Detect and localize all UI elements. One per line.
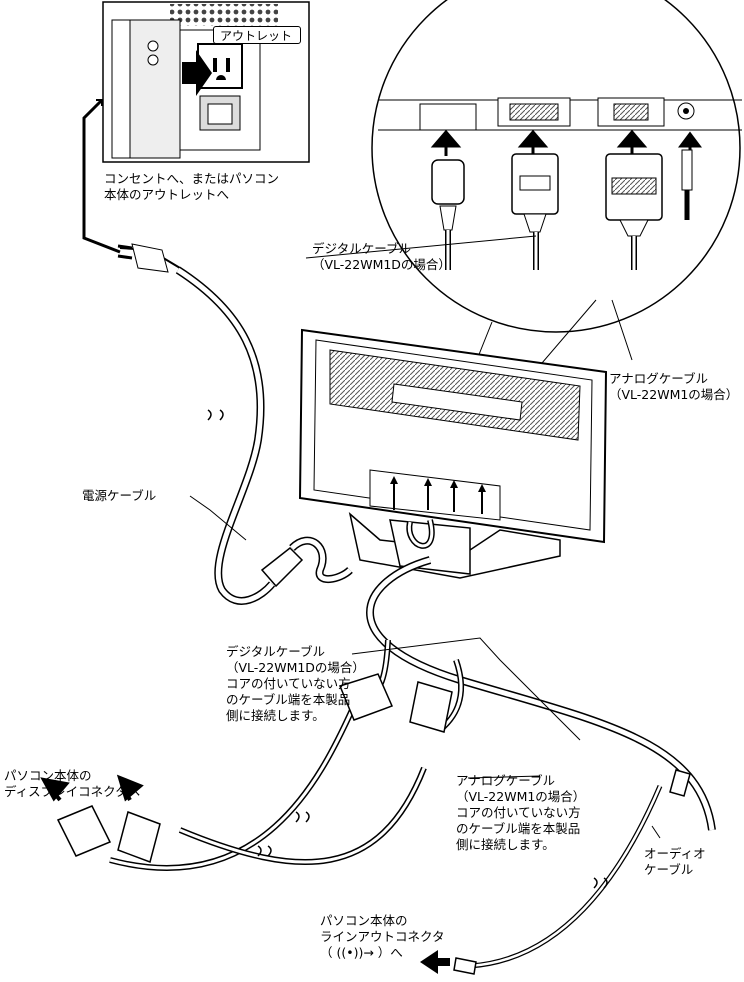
label-line: コアの付いていない方 [456, 805, 581, 820]
label-line: コアの付いていない方 [226, 676, 351, 691]
outlet-tag: アウトレット [213, 26, 301, 44]
label-line: （VL-22WM1の場合） [456, 789, 586, 804]
digital-cable-top-label: デジタルケーブル （VL-22WM1Dの場合） [312, 241, 451, 273]
arrow-icon [678, 131, 702, 154]
label-line: のケーブル端を本製品 [456, 821, 581, 836]
label-line: ケーブル [644, 862, 694, 877]
cable-connectors [56, 673, 691, 975]
pc-display-connector-label: パソコン本体の ディスプレイコネクタへ [4, 768, 140, 800]
label-line: （VL-22WM1の場合） [609, 387, 739, 402]
power-cable [82, 98, 276, 605]
digital-cable-bottom-label: デジタルケーブル （VL-22WM1Dの場合） コアの付いていない方 のケーブル… [226, 644, 365, 724]
analog-cable-bottom-label: アナログケーブル （VL-22WM1の場合） コアの付いていない方 のケーブル端… [456, 773, 585, 853]
label-line: （VL-22WM1Dの場合） [226, 660, 365, 675]
audio-cable-label: オーディオ ケーブル [644, 846, 706, 878]
label-line: パソコン本体の [320, 913, 408, 928]
power-cable-label: 電源ケーブル [82, 488, 157, 503]
label-line: 側に接続します。 [226, 708, 325, 723]
label-line: アナログケーブル [456, 773, 556, 788]
pc-line-out-label: パソコン本体の ラインアウトコネクタ （ ((•))→ ）へ [320, 913, 445, 961]
arrow-icon [616, 129, 648, 156]
label-line: （ ((•))→ ）へ [320, 945, 403, 960]
label-line: オーディオ [644, 846, 706, 861]
monitor [298, 328, 608, 579]
connector-detail [371, 0, 742, 333]
label-line: ディスプレイコネクタへ [4, 784, 141, 799]
label-line: アナログケーブル [609, 371, 709, 386]
analog-cable-top-label: アナログケーブル （VL-22WM1の場合） [609, 371, 738, 403]
label-line: （VL-22WM1Dの場合） [312, 257, 451, 272]
arrow-icon [420, 950, 450, 974]
label-line: ラインアウトコネクタ [320, 929, 445, 944]
arrow-icons [40, 774, 450, 974]
arrow-icon [182, 50, 212, 96]
label-line: 側に接続します。 [456, 837, 555, 852]
outlet-caption-line-2: 本体のアウトレットへ [104, 187, 230, 202]
arrow-icon [517, 129, 549, 156]
label-line: デジタルケーブル [312, 241, 412, 256]
cables [109, 536, 716, 969]
outlet-caption: コンセントへ、またはパソコン 本体のアウトレットへ [104, 171, 279, 203]
label-line: のケーブル端を本製品 [226, 692, 351, 707]
label-line: デジタルケーブル [226, 644, 326, 659]
outlet-caption-line-1: コンセントへ、またはパソコン [104, 171, 280, 186]
label-line: パソコン本体の [4, 768, 92, 783]
arrow-icon [430, 129, 462, 156]
plug-icon [117, 243, 169, 273]
leader-lines [189, 495, 661, 839]
